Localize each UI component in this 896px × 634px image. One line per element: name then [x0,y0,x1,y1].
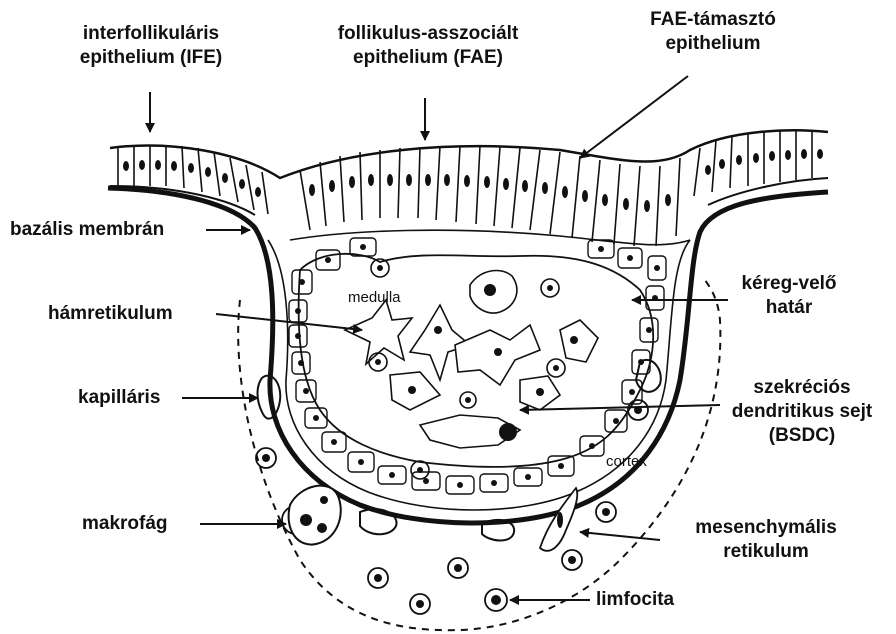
label-fae-support-line2: epithelium [628,32,798,56]
label-cortico-medullary-line2: határ [724,296,854,320]
label-cortico-medullary-line1: kéreg-velő [724,272,854,296]
fae-support-arrow [580,76,688,158]
mesenchymal-nucleus [557,512,563,528]
label-fae-support-line1: FAE-támasztó [628,8,798,32]
ife-cells-right [694,130,812,196]
label-fae-line1: follikulus-asszociált [318,22,538,46]
label-fae-support: FAE-támasztó epithelium [628,8,798,56]
label-ife: interfollikuláris epithelium (IFE) [56,22,246,70]
label-bsdc: szekréciós dendritikus sejt (BSDC) [712,376,892,448]
label-capillary: kapilláris [78,386,160,410]
epithelium-surface [110,130,828,178]
label-cortico-medullary: kéreg-velő határ [724,272,854,320]
capillary-right [636,360,661,392]
bsdc-arrow [520,405,720,410]
label-bsdc-line3: (BSDC) [712,424,892,448]
mesenchymal-arrow [580,532,660,540]
label-fae: follikulus-asszociált epithelium (FAE) [318,22,538,70]
label-medulla: medulla [348,286,401,310]
ife-cells-left [118,145,268,214]
label-basal-membrane: bazális membrán [10,218,164,242]
label-bsdc-line1: szekréciós [712,376,892,400]
label-bsdc-line2: dendritikus sejt [712,400,892,424]
label-macrophage: makrofág [82,512,168,536]
label-mesenchymal: mesenchymális retikulum [666,516,866,564]
macrophage-cell [289,486,341,545]
label-mesenchymal-line2: retikulum [666,540,866,564]
label-ife-line2: epithelium (IFE) [56,46,246,70]
label-lymphocyte: limfocita [596,588,674,612]
label-epithelial-reticulum: hámretikulum [48,302,173,326]
label-mesenchymal-line1: mesenchymális [666,516,866,540]
label-cortex: cortex [606,450,647,474]
label-fae-line2: epithelium (FAE) [318,46,538,70]
label-ife-line1: interfollikuláris [56,22,246,46]
